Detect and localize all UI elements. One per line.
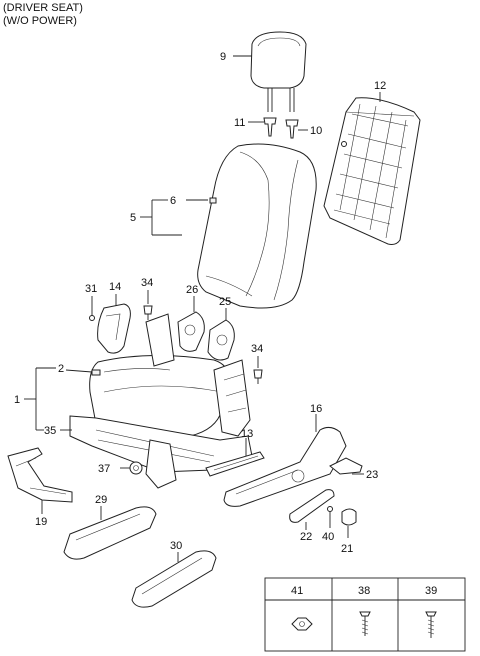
callout-34a: 34 bbox=[141, 277, 153, 289]
part-height-lever bbox=[289, 489, 335, 523]
fastener-nut-icon bbox=[291, 617, 313, 631]
table-header-39: 39 bbox=[425, 585, 437, 597]
callout-29: 29 bbox=[95, 494, 107, 506]
part-recliner-cover-outer bbox=[207, 319, 235, 361]
callout-21: 21 bbox=[341, 543, 353, 555]
part-seat-cushion bbox=[89, 354, 230, 445]
callout-6: 6 bbox=[170, 195, 176, 207]
header-line-driver-seat: (DRIVER SEAT) bbox=[3, 2, 83, 14]
part-side-shield-inner bbox=[63, 506, 157, 560]
callout-40: 40 bbox=[322, 531, 334, 543]
fastener-table bbox=[264, 577, 466, 652]
callout-37: 37 bbox=[98, 463, 110, 475]
part-clip bbox=[89, 315, 95, 321]
part-lever-knob bbox=[129, 461, 143, 475]
part-lever-cap bbox=[341, 508, 357, 526]
part-headrest bbox=[250, 31, 307, 112]
part-recliner-plate bbox=[177, 311, 205, 352]
callout-13: 13 bbox=[241, 428, 253, 440]
callout-1: 1 bbox=[14, 394, 20, 406]
callout-14: 14 bbox=[109, 281, 121, 293]
callout-11: 11 bbox=[234, 117, 245, 129]
callout-10: 10 bbox=[310, 125, 322, 137]
part-recliner-cover-inner bbox=[97, 303, 131, 354]
callout-16: 16 bbox=[310, 403, 322, 415]
header-line-without-power: (W/O POWER) bbox=[3, 15, 77, 27]
callout-5: 5 bbox=[130, 212, 136, 224]
callout-19: 19 bbox=[35, 516, 47, 528]
part-screw bbox=[327, 506, 333, 512]
callout-34b: 34 bbox=[251, 343, 263, 355]
callout-22: 22 bbox=[300, 531, 312, 543]
part-seat-frame bbox=[69, 313, 253, 489]
part-seat-back-frame bbox=[323, 97, 421, 245]
part-recline-lever bbox=[329, 457, 363, 475]
part-front-trim bbox=[7, 447, 73, 503]
callout-2: 2 bbox=[58, 363, 64, 375]
part-side-cover bbox=[223, 426, 347, 507]
fastener-screw-long-icon bbox=[425, 611, 437, 638]
table-header-38: 38 bbox=[358, 585, 370, 597]
part-seat-back bbox=[197, 143, 317, 309]
callout-9: 9 bbox=[220, 51, 226, 63]
callout-31: 31 bbox=[85, 283, 97, 295]
callout-30: 30 bbox=[170, 540, 182, 552]
callout-25: 25 bbox=[219, 296, 231, 308]
part-track-cover bbox=[205, 451, 265, 477]
callout-12: 12 bbox=[374, 80, 386, 92]
table-header-41: 41 bbox=[291, 585, 303, 597]
part-bolt-upper bbox=[143, 305, 153, 320]
part-headrest-guide-left bbox=[263, 117, 277, 137]
callout-23: 23 bbox=[366, 469, 378, 481]
part-headrest-guide-right bbox=[285, 119, 299, 139]
callout-26: 26 bbox=[186, 284, 198, 296]
fastener-screw-icon bbox=[359, 611, 371, 636]
part-bolt-lower bbox=[253, 369, 263, 384]
callout-35: 35 bbox=[44, 425, 56, 437]
part-side-shield-outer bbox=[131, 550, 217, 608]
